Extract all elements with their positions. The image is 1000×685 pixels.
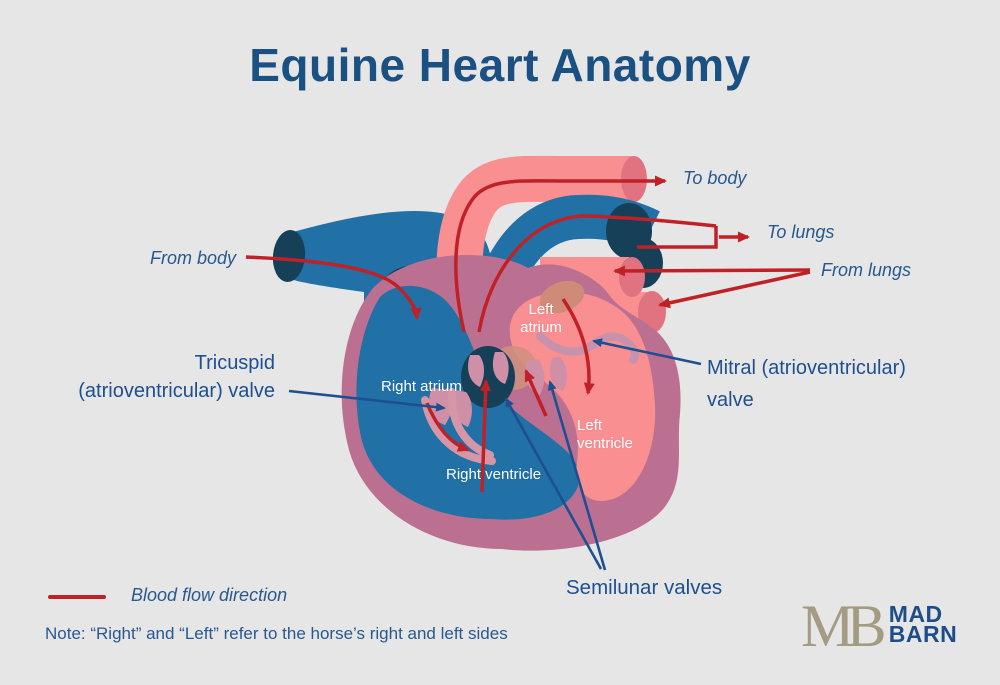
- logo-word-barn: BARN: [888, 620, 958, 647]
- tricuspid-valve-label-line1: Tricuspid: [194, 352, 275, 374]
- footnote: Note: “Right” and “Left” refer to the ho…: [45, 624, 508, 643]
- semilunar-pointer-right: [547, 380, 607, 571]
- legend-flow-line-swatch: [48, 595, 106, 599]
- pulmonary-flow-arc: [477, 214, 717, 333]
- right-atrium-to-ventricle-arrow: [425, 402, 470, 452]
- from-lungs-label: From lungs: [821, 260, 912, 280]
- tricuspid-valve-label: Tricuspid (atrioventricular) valve: [40, 349, 275, 405]
- to-body-label: To body: [683, 168, 747, 188]
- logo-wordmark: MAD BARN: [888, 601, 958, 647]
- left-atrium-to-ventricle-arrow: [561, 298, 595, 395]
- right-ventricle-label: Right ventricle: [446, 466, 542, 483]
- left-ventricle-label: Left ventricle: [577, 417, 633, 452]
- mitral-valve-label-line2: valve: [707, 389, 754, 411]
- aorta-opening: [621, 156, 647, 202]
- mitral-pointer: [592, 338, 702, 366]
- right-ventricle-to-pulmonary-arrow: [480, 379, 492, 493]
- blood-flow-arrows: [245, 175, 811, 493]
- pulmonary-vein-atrium-opening: [539, 280, 585, 314]
- from-lungs-arrow-lower: [658, 270, 811, 309]
- aorta-flow-arrow: [454, 175, 667, 333]
- tricuspid-valve-label-line2: (atrioventricular) valve: [78, 380, 275, 402]
- right-atrium-label: Right atrium: [381, 378, 462, 395]
- to-lungs-bracket: [637, 226, 718, 249]
- to-lungs-label: To lungs: [767, 222, 835, 242]
- pulmonary-vein-upper-opening: [619, 257, 645, 297]
- legend-label: Blood flow direction: [131, 585, 288, 605]
- semilunar-pointer-left: [504, 397, 603, 570]
- left-ventricle-outflow-arrow: [524, 369, 548, 417]
- semilunar-valves-label: Semilunar valves: [566, 576, 723, 599]
- mitral-valve-label-line1: Mitral (atrioventricular): [707, 357, 906, 379]
- page-title: Equine Heart Anatomy: [249, 39, 751, 91]
- left-atrium-label: Left atrium: [520, 301, 562, 336]
- logo-monogram: MB: [801, 593, 887, 659]
- vena-cava-opening: [272, 230, 306, 282]
- from-body-flow-arrow: [245, 255, 422, 320]
- tricuspid-pointer: [288, 389, 446, 412]
- from-lungs-arrow-upper: [613, 265, 811, 277]
- valve-pointer-lines: [288, 338, 702, 571]
- mad-barn-logo: MB MAD BARN: [801, 593, 958, 659]
- logo-word-mad: MAD: [888, 601, 943, 627]
- from-body-label: From body: [150, 248, 237, 268]
- mitral-valve-label: Mitral (atrioventricular) valve: [707, 352, 906, 416]
